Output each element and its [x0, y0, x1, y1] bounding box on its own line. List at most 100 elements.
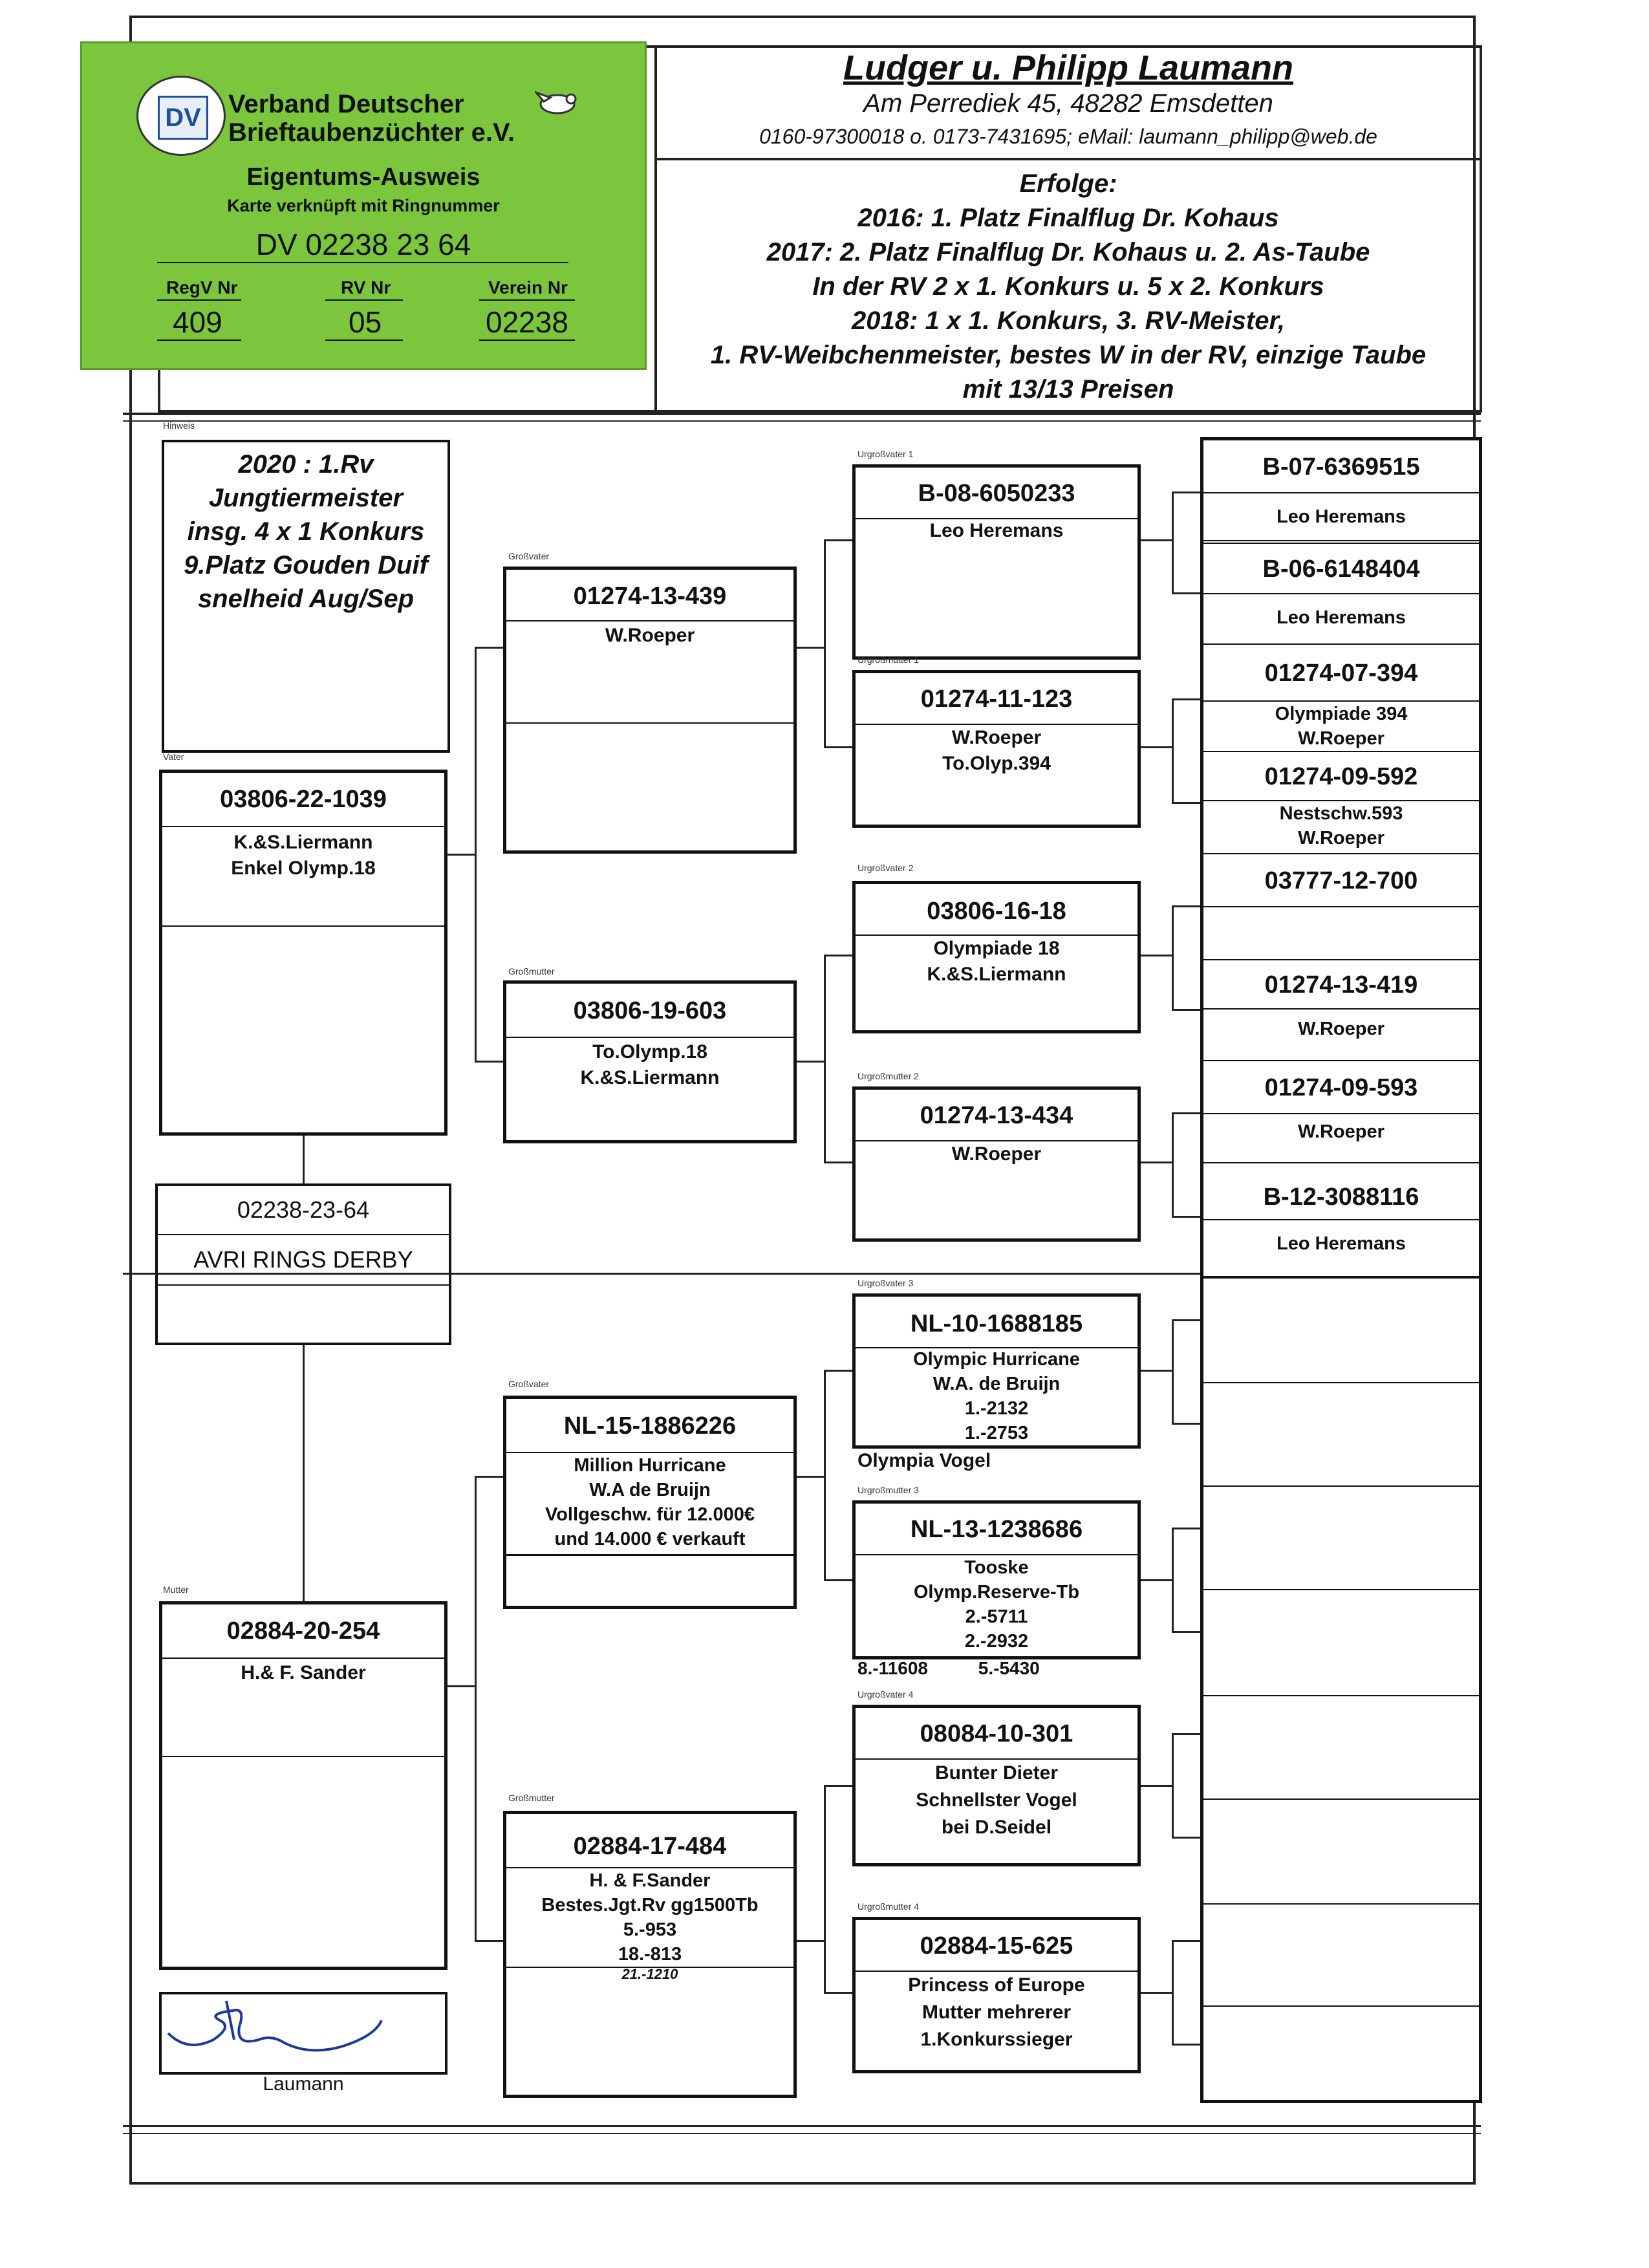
empty-cell	[1203, 1487, 1479, 1590]
hint-label: Hinweis	[163, 420, 195, 431]
great-great-grandparent-ring: B-06-6148404	[1262, 556, 1420, 583]
great-great-grandparent-cell: 01274-09-592	[1203, 752, 1479, 801]
great-grandparent-ring: 02884-15-625	[856, 1920, 1137, 1972]
grandparent-label: Großmutter	[508, 1793, 555, 1803]
rv-label: RV Nr	[341, 277, 391, 297]
great-great-grandparent-cell: 03777-12-700	[1203, 854, 1479, 907]
great-great-grandparent-cell: B-12-3088116	[1203, 1163, 1479, 1220]
rv-value: 05	[349, 305, 382, 339]
great-great-grandparent-info: Nestschw.593 W.Roeper	[1279, 803, 1403, 848]
grandparent-ring: 03806-19-603	[506, 984, 793, 1038]
mother-card: 02884-20-254 H.& F. Sander	[159, 1601, 447, 1970]
verein-label: Verein Nr	[488, 277, 568, 297]
great-great-grandparent-info: Leo Heremans	[1277, 506, 1406, 527]
card-subtitle: Karte verknüpft mit Ringnummer	[227, 196, 500, 215]
pigeon-emblem-icon	[533, 83, 580, 120]
great-great-grandparent-cell	[1203, 907, 1479, 960]
pigeon-card: 02238-23-64 AVRI RINGS DERBY	[155, 1183, 451, 1345]
signature-box	[159, 1992, 447, 2075]
grandparent-ring: 01274-13-439	[506, 570, 793, 621]
mother-info: H.& F. Sander	[241, 1662, 366, 1683]
grandparent-info: To.Olymp.18 K.&S.Liermann	[580, 1041, 720, 1088]
hint-text: 2020 : 1.Rv Jungtiermeister insg. 4 x 1 …	[184, 450, 428, 613]
great-great-grandparent-info: Leo Heremans	[1277, 1233, 1406, 1254]
great-great-grandparents-column: B-07-6369515 Leo Heremans B-06-6148404 L…	[1200, 437, 1482, 2103]
card-ring-number: DV 02238 23 64	[255, 228, 471, 261]
grandfather-card-2: NL-15-1886226 Million Hurricane W.A de B…	[503, 1396, 797, 1557]
great-grandparent-info: Princess of Europe Mutter mehrerer 1.Kon…	[908, 1974, 1085, 2050]
great-grandparent-label: Urgroßvater 2	[857, 863, 914, 873]
grandfather-card-2-lower	[503, 1555, 797, 1609]
great-grandparent-card-8: 02884-15-625 Princess of Europe Mutter m…	[852, 1917, 1141, 2073]
success-line: 2016: 1. Platz Finalflug Dr. Kohaus	[857, 204, 1279, 232]
great-great-grandparent-cell: Leo Heremans	[1203, 493, 1479, 541]
great-grandparent-card-7: 08084-10-301 Bunter Dieter Schnellster V…	[852, 1705, 1141, 1866]
great-grandparent-label: Urgroßmutter 3	[857, 1485, 919, 1495]
great-grandparent-info: Olympic Hurricane W.A. de Bruijn 1.-2132…	[913, 1349, 1080, 1443]
success-line: 2018: 1 x 1. Konkurs, 3. RV-Meister,	[852, 307, 1285, 335]
grandparent-ring: NL-15-1886226	[506, 1399, 793, 1453]
great-great-grandparent-ring: 03777-12-700	[1264, 867, 1418, 894]
empty-cell	[1203, 1800, 1479, 1905]
great-great-grandparent-ring: 01274-13-419	[1264, 971, 1418, 999]
signature-scribble-icon	[167, 2000, 383, 2052]
great-grandparent-label: Urgroßvater 1	[857, 449, 914, 459]
great-great-grandparent-cell: 01274-13-419	[1203, 960, 1479, 1010]
great-grandparent-info: Tooske Olymp.Reserve-Tb 2.-5711 2.-2932	[913, 1557, 1080, 1652]
owner-contact: 0160-97300018 o. 0173-7431695; eMail: la…	[759, 125, 1377, 148]
great-grandparent-label: Urgroßvater 3	[857, 1278, 914, 1288]
success-line: In der RV 2 x 1. Konkurs u. 5 x 2. Konku…	[812, 272, 1324, 301]
dv-logo: DV	[136, 76, 226, 156]
success-line: mit 13/13 Preisen	[962, 375, 1174, 404]
grandparent-info: H. & F.Sander Bestes.Jgt.Rv gg1500Tb 5.-…	[541, 1870, 759, 1965]
father-label: Vater	[163, 751, 184, 762]
great-great-grandparent-cell: W.Roeper	[1203, 1010, 1479, 1061]
owner-block: Ludger u. Philipp Laumann Am Perrediek 4…	[657, 48, 1480, 157]
great-great-grandparent-info: W.Roeper	[1298, 1019, 1385, 1039]
great-great-grandparent-ring: 01274-07-394	[1264, 660, 1418, 687]
pigeon-ring: 02238-23-64	[158, 1186, 449, 1235]
great-grandparent-ring: 08084-10-301	[856, 1708, 1137, 1760]
owner-name: Ludger u. Philipp Laumann	[843, 49, 1293, 87]
great-grandparent-extra: Olympia Vogel	[857, 1450, 991, 1471]
grandparent-info: Million Hurricane W.A de Bruijn Vollgesc…	[545, 1455, 755, 1550]
great-grandparent-card-1: B-08-6050233 Leo Heremans	[852, 464, 1141, 660]
father-ring: 03806-22-1039	[162, 773, 444, 827]
great-great-grandparent-ring: B-07-6369515	[1262, 453, 1420, 481]
ownership-id-card: DV Verband Deutscher Brieftaubenzüchter …	[80, 41, 647, 370]
great-great-grandparent-info: W.Roeper	[1298, 1121, 1385, 1142]
verein-value: 02238	[486, 305, 568, 339]
hint-box: 2020 : 1.Rv Jungtiermeister insg. 4 x 1 …	[162, 440, 450, 753]
great-grandparent-info: Olympiade 18 K.&S.Liermann	[927, 938, 1066, 985]
great-great-grandparent-cell: 01274-09-593	[1203, 1061, 1479, 1114]
great-grandparent-info: W.Roeper To.Olyp.394	[942, 727, 1051, 774]
empty-cell	[1203, 1590, 1479, 1696]
great-grandparent-ring: NL-10-1688185	[856, 1297, 1137, 1348]
empty-cell	[1203, 1905, 1479, 2007]
success-line: 2017: 2. Platz Finalflug Dr. Kohaus u. 2…	[766, 238, 1370, 266]
grandparent-label: Großvater	[508, 1379, 550, 1389]
great-great-grandparent-ring: 01274-09-593	[1264, 1074, 1418, 1101]
great-grandparent-ring: 01274-13-434	[856, 1090, 1137, 1141]
success-line: 1. RV-Weibchenmeister, bestes W in der R…	[710, 341, 1427, 369]
great-grandparent-card-3: 03806-16-18 Olympiade 18 K.&S.Liermann	[852, 881, 1141, 1033]
great-great-grandparent-cell: Leo Heremans	[1203, 594, 1479, 645]
owner-address: Am Perrediek 45, 48282 Emsdetten	[863, 89, 1273, 118]
great-grandparent-label: Urgroßmutter 1	[857, 654, 919, 665]
grandparent-info: W.Roeper	[605, 625, 695, 646]
great-grandparent-ring: 01274-11-123	[856, 673, 1137, 725]
great-great-grandparent-cell: B-06-6148404	[1203, 544, 1479, 594]
regv-label: RegV Nr	[166, 277, 238, 297]
mother-ring: 02884-20-254	[162, 1604, 444, 1659]
great-great-grandparent-info: Olympiade 394 W.Roeper	[1275, 704, 1408, 749]
grandparent-label: Großvater	[508, 551, 550, 561]
great-grandparent-ring: B-08-6050233	[856, 468, 1137, 519]
card-title: Eigentums-Ausweis	[246, 164, 480, 191]
mother-label: Mutter	[163, 1584, 189, 1595]
empty-cell	[1203, 1696, 1479, 1800]
great-great-grandparent-cell: W.Roeper	[1203, 1114, 1479, 1163]
signature-name: Laumann	[263, 2073, 344, 2095]
great-grandparent-label: Urgroßvater 4	[857, 1689, 914, 1700]
org-name-line1: Verband Deutscher	[228, 90, 464, 118]
empty-cell	[1203, 1276, 1479, 1279]
